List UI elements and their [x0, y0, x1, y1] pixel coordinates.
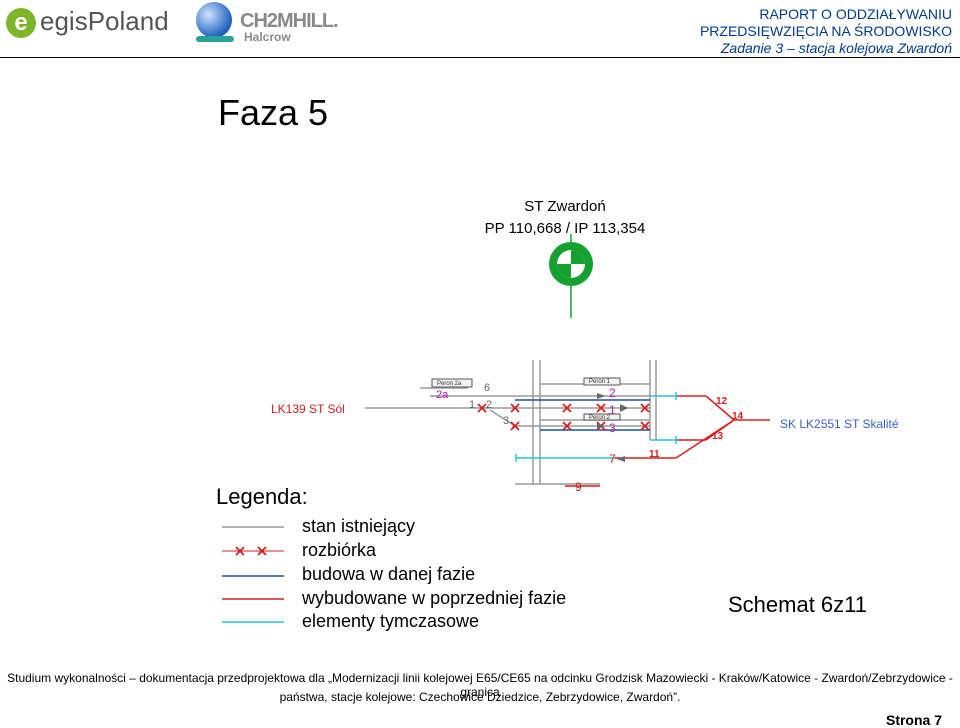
switch-14-label: 14 [732, 411, 744, 422]
header-divider [0, 57, 960, 58]
track-9-label: 9 [575, 480, 582, 494]
report-title-2: PRZEDSIĘWZIĘCIA NA ŚRODOWISKO [699, 23, 952, 39]
page-title: Faza 5 [218, 92, 329, 133]
track-1-left-label: 1 [469, 399, 475, 411]
station-symbol-icon [549, 234, 593, 318]
report-header: RAPORT O ODDZIAŁYWANIU PRZEDSIĘWZIĘCIA N… [700, 6, 952, 57]
platform-2a-label: Peron 2a [437, 381, 462, 387]
signal-arrows [597, 393, 628, 462]
report-title-1: RAPORT O ODDZIAŁYWANIU [759, 6, 952, 22]
legend-label-existing: stan istniejący [302, 516, 416, 536]
left-station-label: LK139 ST Sól [271, 402, 345, 416]
track-2a-label: 2a [436, 389, 449, 401]
track-2-label: 2 [609, 386, 616, 400]
track-7-label: 7 [609, 452, 616, 466]
schema-label: Schemat 6z11 [728, 592, 868, 617]
footer-line-2: państwa, stacje kolejowe: Czechowice Dzi… [279, 690, 681, 704]
temporary-elements [515, 392, 677, 462]
switch-12-label: 12 [716, 396, 728, 407]
egis-logo-text: egisPoland [40, 6, 169, 36]
track-6-label: 6 [484, 382, 490, 394]
legend-cross-icon [235, 546, 267, 556]
switch-13-label: 13 [712, 431, 724, 442]
new-tracks [515, 399, 650, 431]
halcrow-logo: Halcrow [244, 30, 291, 44]
right-station-label: SK LK2551 ST Skalité [780, 417, 899, 431]
station-caption: ST Zwardoń PP 110,668 / IP 113,354 [440, 196, 690, 240]
track-3-left-label: 3 [503, 415, 509, 427]
platform-2-label: Peron 2 [589, 415, 611, 421]
switch-11-label: 11 [649, 449, 660, 460]
legend-label-previous: wybudowane w poprzedniej fazie [302, 588, 567, 608]
legend-title: Legenda: [216, 484, 308, 509]
globe-icon [196, 2, 232, 38]
track-3-label: 3 [609, 421, 616, 435]
station-name: ST Zwardoń [524, 198, 606, 215]
demolition-markers [477, 403, 650, 431]
footer-line-1: Studium wykonalności – dokumentacja prze… [7, 671, 953, 699]
track-2-left-label: 2 [486, 399, 492, 411]
ch2mhill-logo: CH2MHILL. [240, 10, 339, 32]
globe-base-icon [196, 36, 234, 42]
page-number: Strona 7 [885, 712, 942, 728]
station-km: PP 110,668 / IP 113,354 [484, 220, 646, 237]
report-task: Zadanie 3 – stacja kolejowa Zwardoń [720, 40, 952, 56]
legend-label-demolition: rozbiórka [302, 540, 377, 560]
egis-e-icon: e [6, 8, 36, 38]
track-1-label: 1 [609, 403, 616, 417]
platform-1-label: Peron 1 [589, 379, 611, 385]
legend-label-new: budowa w danej fazie [302, 564, 476, 584]
legend-label-temporary: elementy tymczasowe [302, 611, 480, 631]
platforms [431, 377, 621, 421]
legend-swatches [222, 526, 284, 623]
previous-phase-tracks [565, 395, 770, 487]
